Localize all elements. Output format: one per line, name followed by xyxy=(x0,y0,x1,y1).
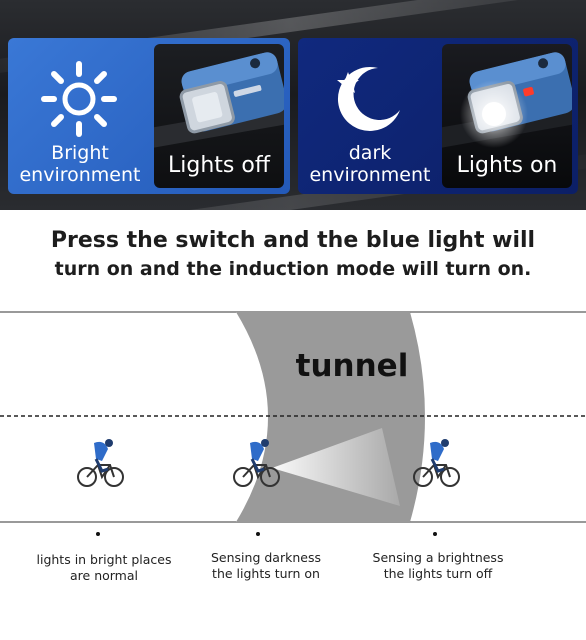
label-line: dark xyxy=(348,142,392,164)
moon-star-icon xyxy=(337,66,400,131)
bike-light-image xyxy=(442,52,572,149)
bright-environment-panel: Bright environment Lights off xyxy=(8,38,290,194)
dark-environment-label: dark environment xyxy=(302,142,438,186)
tunnel-shape xyxy=(236,312,425,522)
caption-line: Sensing darkness xyxy=(211,550,321,565)
tunnel-scene: tunnel xyxy=(0,311,586,523)
caption-exit: Sensing a brightness the lights turn off xyxy=(356,550,520,582)
caption-dark: Sensing darkness the lights turn on xyxy=(186,550,346,582)
cyclist-icon xyxy=(233,439,280,487)
headline-line-2: turn on and the induction mode will turn… xyxy=(54,258,532,280)
headline: Press the switch and the blue light will… xyxy=(0,226,586,282)
label-line: environment xyxy=(309,164,431,186)
bullet-dot xyxy=(96,532,100,536)
caption-bright: lights in bright places are normal xyxy=(24,552,184,584)
dark-environment-panel: dark environment xyxy=(298,38,578,194)
light-off-photo: Lights off xyxy=(154,44,284,188)
bullet-dot xyxy=(433,532,437,536)
caption-line: are normal xyxy=(70,568,138,583)
top-banner: Bright environment Lights off xyxy=(0,0,586,210)
sun-icon xyxy=(41,61,117,137)
caption-line: the lights turn off xyxy=(383,566,493,581)
cyclist-icon xyxy=(413,439,460,487)
bright-environment-label: Bright environment xyxy=(12,142,148,186)
label-line: Bright xyxy=(51,142,109,164)
cyclist-icon xyxy=(77,439,124,487)
bike-light-image xyxy=(154,52,284,149)
caption-line: lights in bright places xyxy=(36,552,172,567)
tunnel-label: tunnel xyxy=(296,348,409,384)
headlight-beam xyxy=(272,428,400,506)
headline-line-1: Press the switch and the blue light will xyxy=(50,228,536,253)
label-line: environment xyxy=(19,164,141,186)
caption-line: Sensing a brightness xyxy=(372,550,504,565)
light-on-photo: Lights on xyxy=(442,44,572,188)
bullet-dot xyxy=(256,532,260,536)
lights-off-label: Lights off xyxy=(168,153,270,178)
lights-on-label: Lights on xyxy=(456,153,558,178)
caption-line: the lights turn on xyxy=(212,566,320,581)
